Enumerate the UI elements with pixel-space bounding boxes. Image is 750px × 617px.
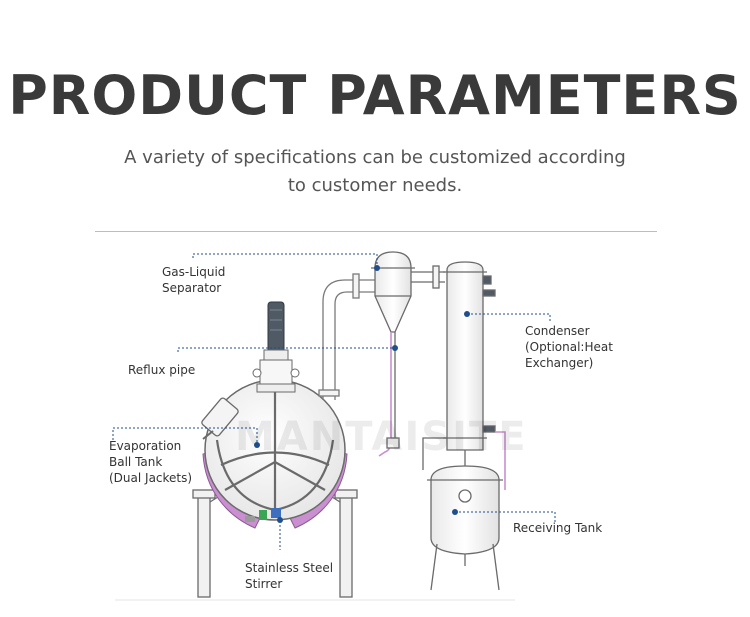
label-gas-liquid-separator: Gas-Liquid Separator (162, 265, 226, 295)
leader-dots (254, 265, 470, 523)
label-receiving-tank: Receiving Tank (513, 521, 603, 535)
evaporation-ball-tank (201, 379, 346, 522)
watermark: MANTAISITE (235, 414, 528, 460)
stirrer-motor (252, 301, 300, 393)
leader-lines (112, 253, 556, 550)
label-reflux-pipe: Reflux pipe (128, 363, 196, 377)
subtitle-line-2: to customer needs. (287, 175, 463, 196)
label-condenser: Condenser (Optional:Heat Exchanger) (525, 324, 613, 370)
equipment-diagram: MANTAISITE Gas-Liquid Separator Reflux p… (95, 240, 657, 612)
condenser-column (422, 261, 506, 490)
label-stainless-steel-stirrer: Stainless Steel Stirrer (245, 561, 334, 591)
receiving-tank (427, 465, 503, 591)
subtitle-line-1: A variety of specifications can be custo… (124, 147, 626, 168)
diagram-drawing (112, 251, 556, 601)
gas-liquid-separator (371, 251, 445, 457)
page-title: PRODUCT PARAMETERS (8, 64, 742, 127)
divider (95, 231, 657, 232)
vapour-pipe (318, 273, 375, 400)
label-evaporation-ball-tank: Evaporation Ball Tank (Dual Jackets) (109, 439, 193, 485)
